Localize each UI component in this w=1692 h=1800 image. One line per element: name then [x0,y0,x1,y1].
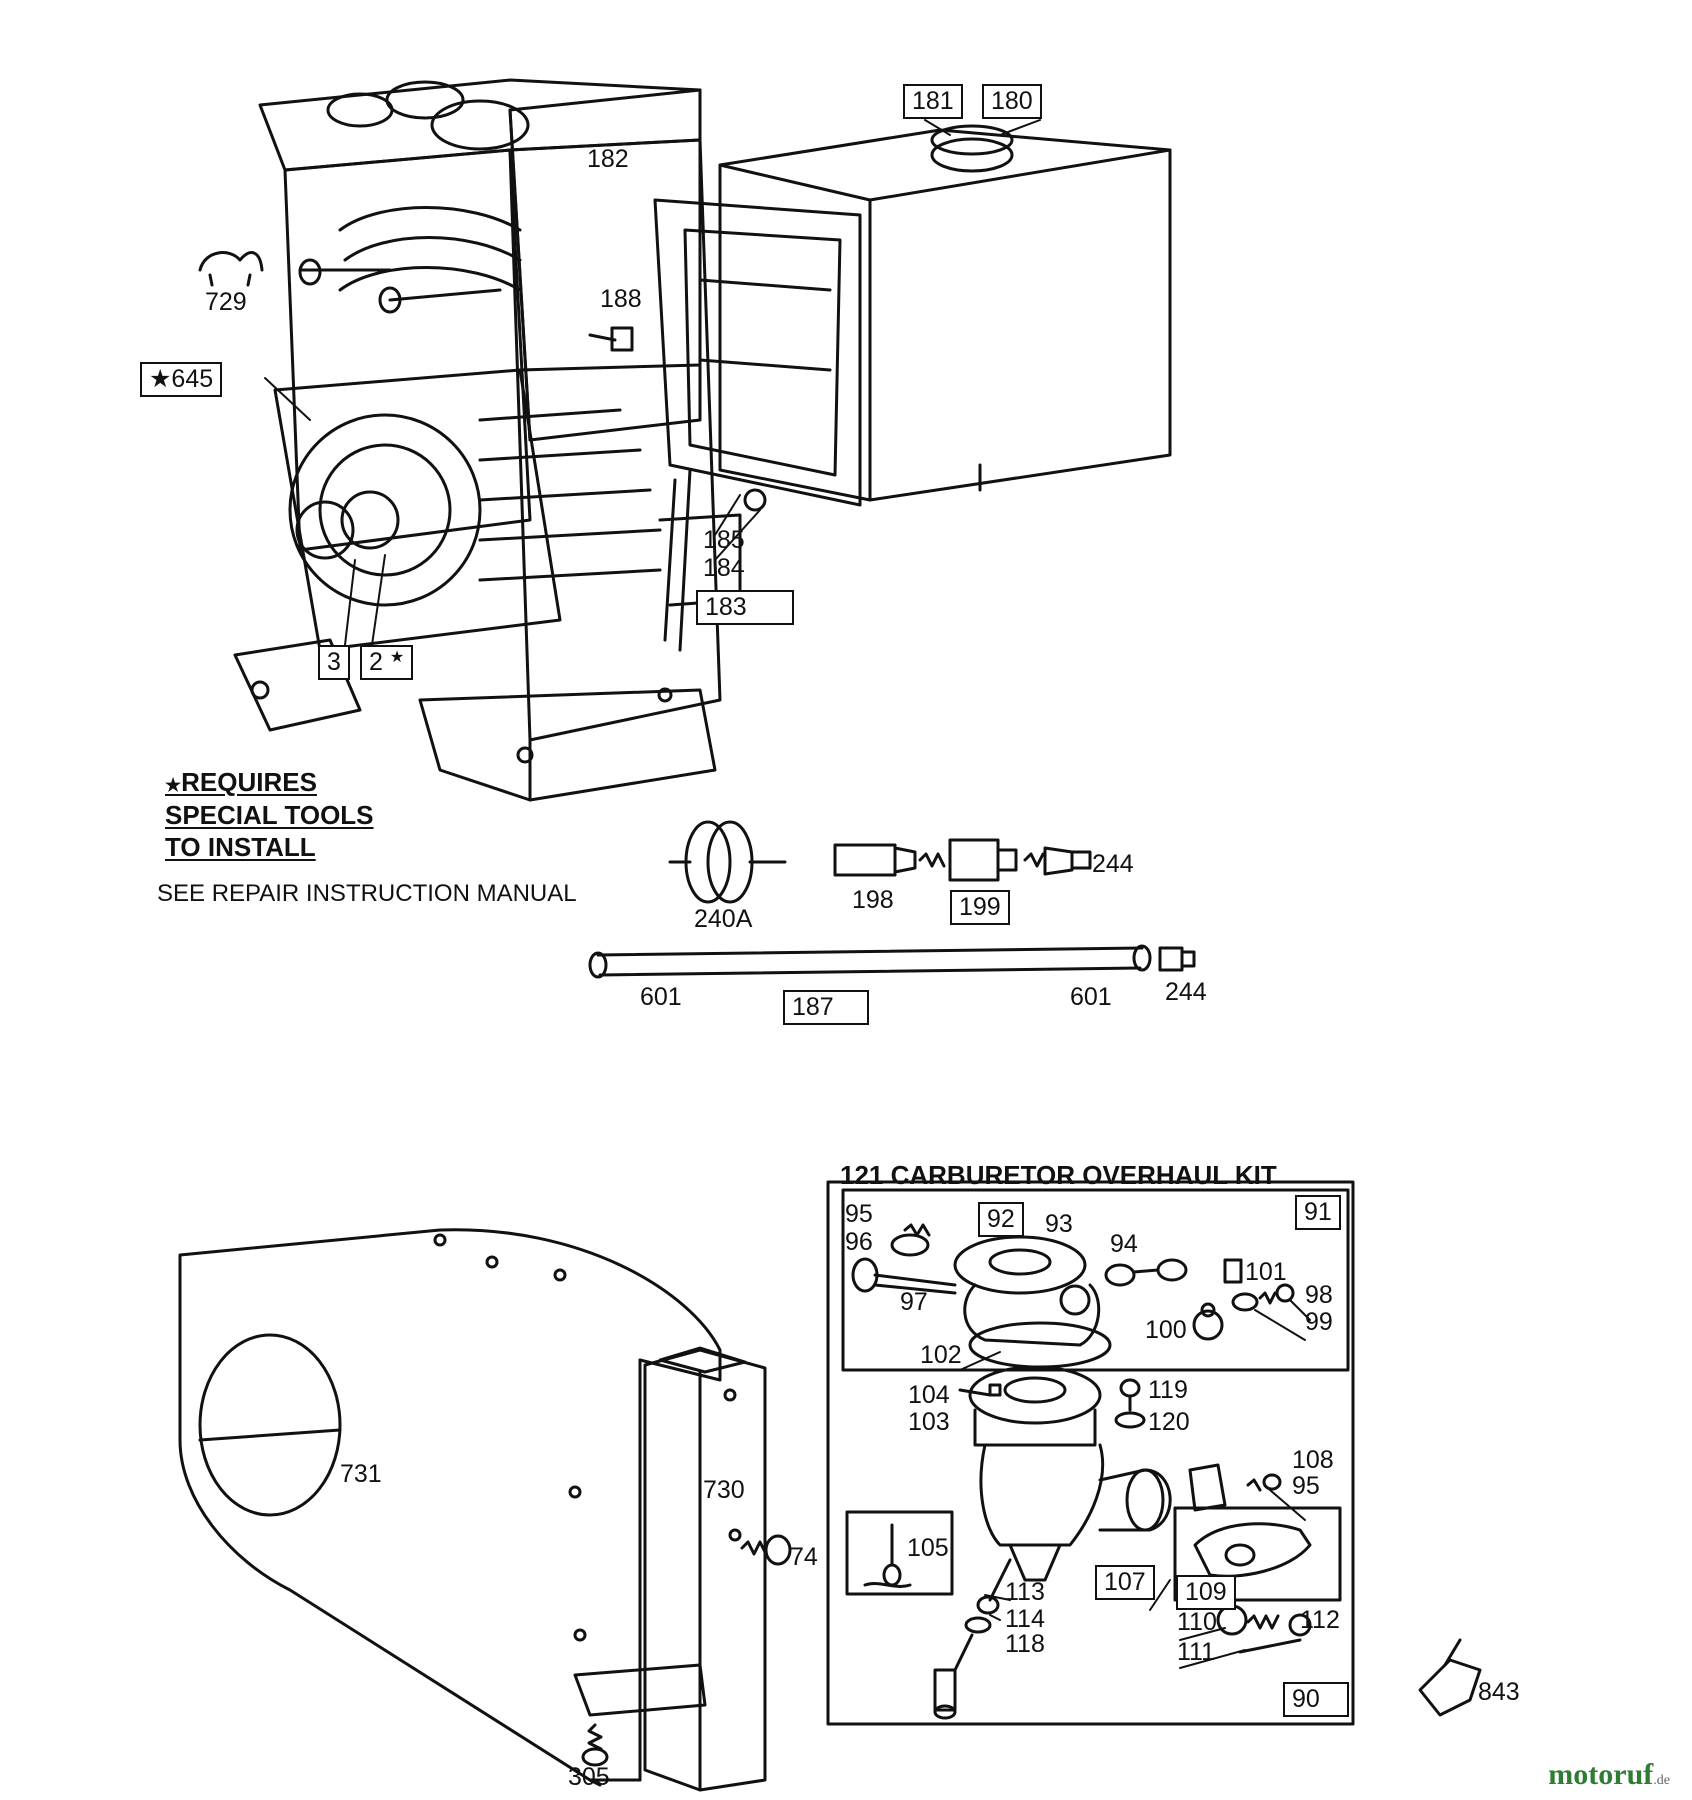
part-94-drawing [1104,1258,1188,1287]
screw-95-drawing [890,1223,931,1257]
label-113[interactable]: 113 [1005,1578,1045,1606]
label-645[interactable]: ★645 [140,362,223,397]
label-74[interactable]: 74 [790,1543,818,1571]
fuel-tank-drawing [718,124,1172,502]
clip-729-drawing [198,251,264,287]
label-182[interactable]: 182 [587,145,629,173]
label-105[interactable]: 105 [907,1534,949,1562]
carburetor-lower-drawing [958,1365,1172,1582]
label-183[interactable]: 183 [696,590,794,625]
needle-118-drawing [933,1558,1012,1720]
label-109[interactable]: 109 [1176,1575,1236,1610]
label-110[interactable]: 110 [1177,1608,1217,1636]
label-107[interactable]: 107 [1095,1565,1155,1600]
blower-housing-drawing [178,1228,722,1787]
screw-119-120-drawing [1114,1378,1146,1429]
label-102[interactable]: 102 [920,1341,962,1369]
special-tools-note-line1: ★REQUIRES [165,767,317,797]
label-185[interactable]: 185 [703,526,745,554]
label-188[interactable]: 188 [600,285,642,313]
air-filter-frame-drawing [653,198,862,652]
special-tools-note-line2: SPECIAL TOOLS [165,799,374,830]
fitting-198-199-drawing [833,838,1018,882]
label-645-number: 645 [171,365,214,393]
parts-110-112-drawing [1216,1604,1312,1654]
label-97[interactable]: 97 [900,1288,928,1316]
label-180[interactable]: 180 [982,84,1042,119]
motoruf-watermark: motoruf.de [1548,1758,1670,1792]
label-92[interactable]: 92 [978,1202,1024,1237]
star-icon: ★ [149,365,172,393]
part-100-drawing [1192,1302,1224,1341]
label-181[interactable]: 181 [903,84,963,119]
bolt-188-drawing [588,326,634,352]
label-199[interactable]: 199 [950,890,1010,925]
label-2[interactable]: 2 ★ [360,645,414,680]
label-99[interactable]: 99 [1305,1308,1333,1336]
label-120[interactable]: 120 [1148,1408,1190,1436]
star-icon: ★ [165,775,182,795]
carburetor-box-91-drawing [841,1188,1350,1372]
duct-730-drawing [573,1346,767,1792]
label-95-lower[interactable]: 95 [1292,1472,1320,1500]
needle-97-drawing [851,1257,957,1295]
label-111[interactable]: 111 [1177,1638,1216,1666]
special-tools-note: ★REQUIRES SPECIAL TOOLS TO INSTALL [165,766,374,864]
box-105-drawing [845,1510,954,1596]
label-731[interactable]: 731 [340,1460,382,1488]
repair-manual-note: SEE REPAIR INSTRUCTION MANUAL [157,880,577,907]
label-104[interactable]: 104 [908,1381,950,1409]
label-93[interactable]: 93 [1045,1210,1073,1238]
fitting-244-drawing [1023,846,1092,876]
label-184[interactable]: 184 [703,554,745,582]
label-843[interactable]: 843 [1478,1678,1520,1706]
label-244-upper[interactable]: 244 [1092,850,1134,878]
screw-305-drawing [581,1723,609,1767]
label-240a[interactable]: 240A [694,905,753,933]
watermark-tld: .de [1653,1773,1670,1788]
carburetor-kit-title: 121 CARBURETOR OVERHAUL KIT [840,1160,1277,1190]
label-103[interactable]: 103 [908,1408,950,1436]
part-843-drawing [1418,1638,1482,1717]
label-730[interactable]: 730 [703,1476,745,1504]
label-100[interactable]: 100 [1145,1316,1187,1344]
label-90[interactable]: 90 [1283,1682,1349,1717]
label-3[interactable]: 3 [318,645,350,680]
label-98[interactable]: 98 [1305,1281,1333,1309]
label-305[interactable]: 305 [568,1763,610,1791]
engine-block-drawing [233,78,742,802]
label-101[interactable]: 101 [1245,1258,1287,1286]
label-114[interactable]: 114 [1005,1605,1045,1633]
shroud-182-drawing [508,88,702,442]
label-108[interactable]: 108 [1292,1446,1334,1474]
label-2-number: 2 [369,648,383,676]
special-tools-note-line3: TO INSTALL [165,832,316,862]
label-729[interactable]: 729 [205,288,247,316]
carburetor-box-90-drawing [826,1180,1355,1726]
label-96[interactable]: 96 [845,1228,873,1256]
carburetor-upper-drawing [953,1235,1112,1369]
label-198[interactable]: 198 [852,886,894,914]
star-icon: ★ [389,649,405,666]
screw-74-drawing [740,1534,792,1566]
label-95-upper[interactable]: 95 [845,1200,873,1228]
label-118[interactable]: 118 [1005,1630,1045,1658]
label-601-right[interactable]: 601 [1070,983,1112,1011]
leader-lines [264,119,1311,1669]
watermark-brand: motoruf [1548,1758,1654,1791]
label-94[interactable]: 94 [1110,1230,1138,1258]
fuel-filter-240a-drawing [668,820,787,904]
label-91[interactable]: 91 [1295,1195,1341,1230]
label-112[interactable]: 112 [1300,1606,1340,1634]
parts-98-101-drawing [1223,1258,1295,1312]
fuel-line-187-drawing [588,944,1196,979]
plate-108-drawing [1188,1463,1282,1512]
label-119[interactable]: 119 [1148,1376,1188,1404]
label-187[interactable]: 187 [783,990,869,1025]
label-244-lower[interactable]: 244 [1165,978,1207,1006]
label-601-left[interactable]: 601 [640,983,682,1011]
